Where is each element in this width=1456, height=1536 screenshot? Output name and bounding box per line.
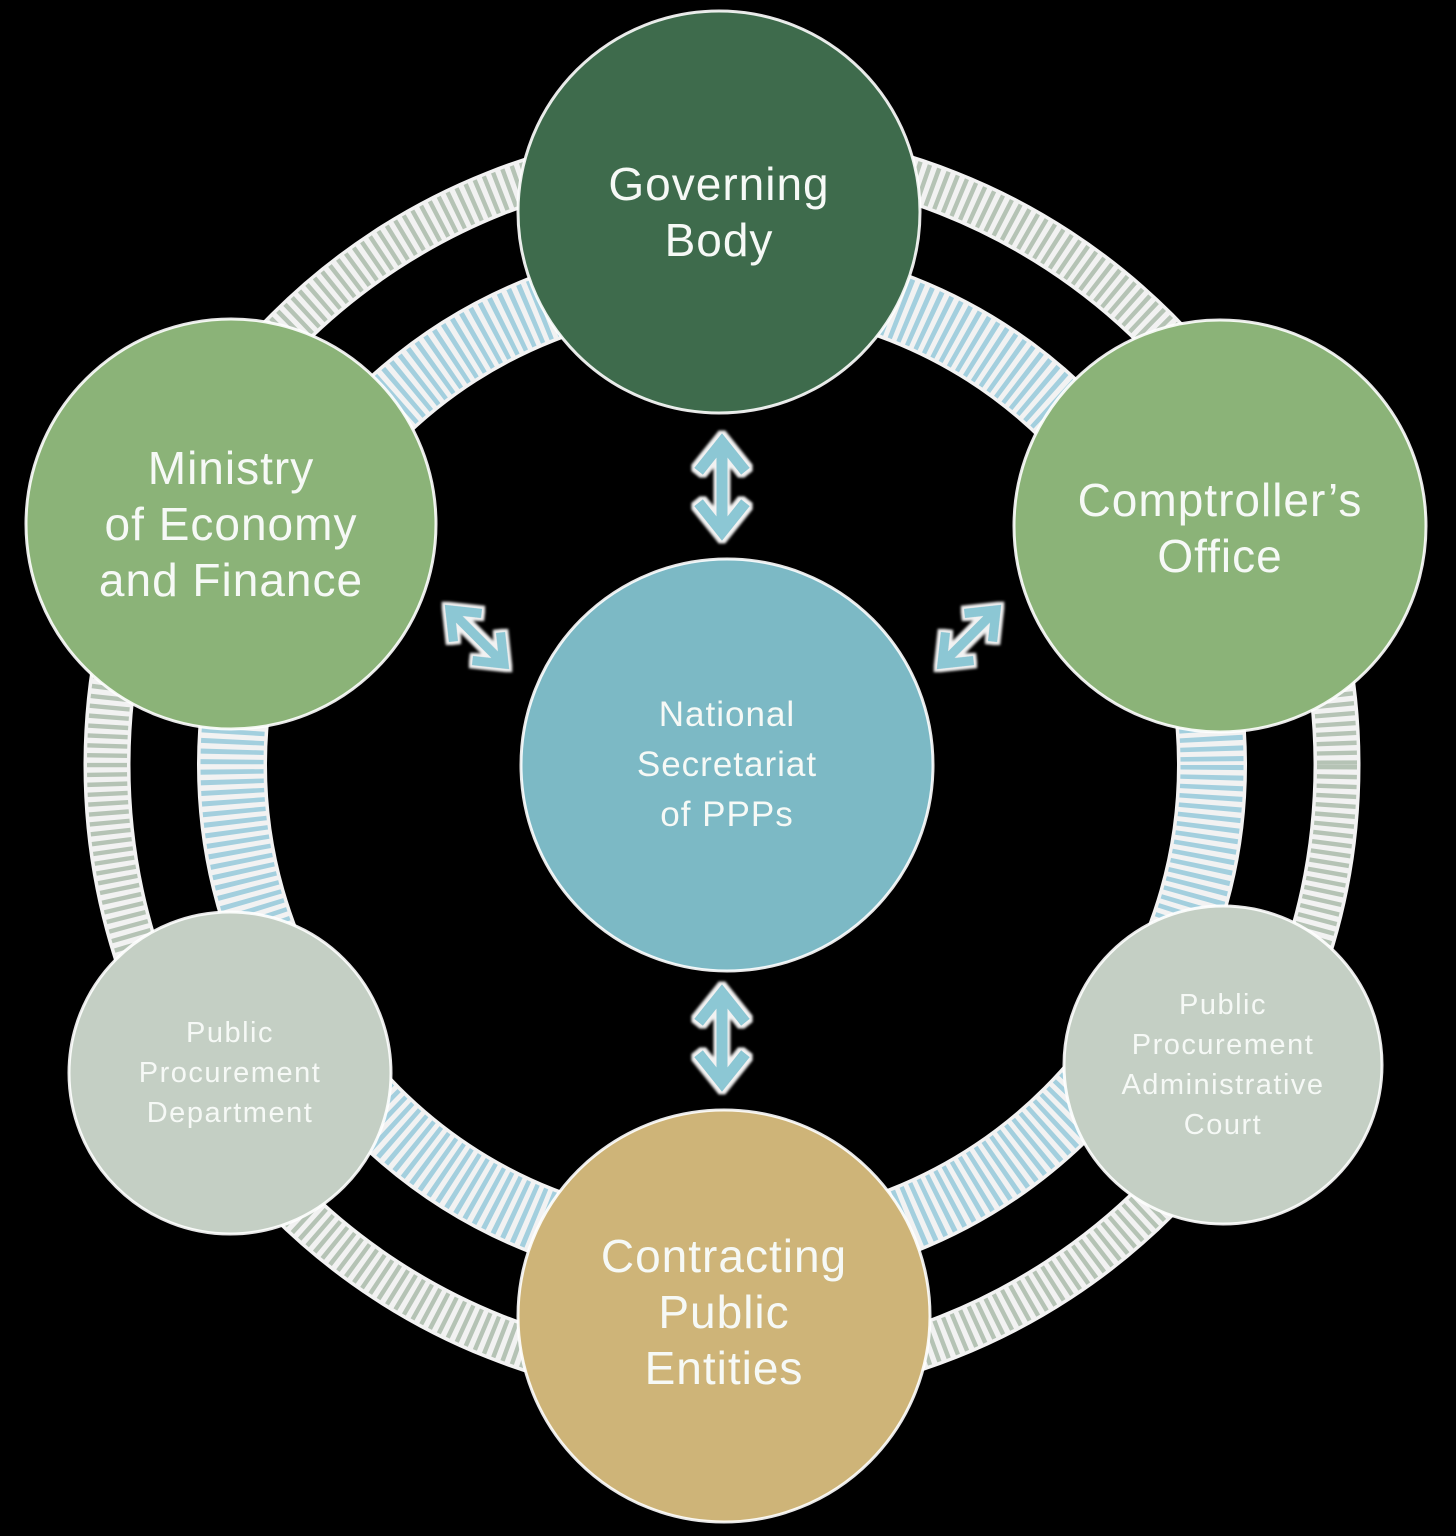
label-line: and Finance: [98, 554, 364, 606]
node-ministry-of-economy-and-finance: [24, 317, 438, 731]
node-comptrollers-office: [1012, 318, 1428, 734]
label-line: Public: [658, 1286, 790, 1338]
entity-circles: [24, 9, 1428, 1524]
label-line: Court: [1183, 1109, 1263, 1141]
ministry-of-economy-and-finance-label: Ministry of Economy and Finance: [99, 440, 363, 608]
label-line: Contracting: [600, 1230, 848, 1282]
label-line: Administrative: [1121, 1069, 1325, 1101]
label-line: Secretariat: [636, 745, 818, 784]
national-secretariat-of-ppps-label: National Secretariat of PPPs: [637, 690, 817, 840]
label-line: Comptroller’s: [1077, 474, 1363, 526]
double-arrow-diagonal-right-icon: [936, 604, 1002, 670]
comptrollers-office-label: Comptroller’s Office: [1078, 472, 1363, 584]
label-line: Governing: [608, 158, 830, 210]
label-line: Ministry: [147, 442, 315, 494]
node-contracting-public-entities: [516, 1108, 932, 1524]
label-line: of Economy: [104, 498, 358, 550]
exchange-arrows: [444, 433, 1002, 1092]
double-arrow-diagonal-left-icon: [444, 604, 510, 670]
node-national-secretariat-of-ppps: [519, 557, 935, 973]
label-line: Office: [1157, 530, 1283, 582]
double-arrow-vertical-bottom-icon: [694, 984, 750, 1092]
governing-body-label: Governing Body: [608, 156, 829, 268]
inner-ring-stripes: [200, 243, 1244, 1287]
outer-ring-stripes: [87, 130, 1357, 1400]
node-public-procurement-administrative-court: [1062, 904, 1384, 1226]
node-governing-body: [516, 9, 922, 415]
label-line: Public: [1179, 989, 1267, 1021]
label-line: of PPPs: [660, 795, 794, 834]
double-arrow-vertical-top-icon: [694, 433, 750, 541]
label-line: Procurement: [1131, 1029, 1315, 1061]
label-line: Procurement: [138, 1057, 322, 1089]
label-line: Body: [664, 214, 774, 266]
public-procurement-administrative-court-label: Public Procurement Administrative Court: [1121, 985, 1324, 1145]
label-line: National: [658, 695, 796, 734]
label-line: Entities: [644, 1342, 804, 1394]
public-procurement-department-label: Public Procurement Department: [139, 1013, 322, 1133]
contracting-public-entities-label: Contracting Public Entities: [601, 1228, 847, 1396]
label-line: Department: [146, 1097, 314, 1129]
label-line: Public: [185, 1017, 274, 1049]
node-public-procurement-department: [67, 910, 393, 1236]
